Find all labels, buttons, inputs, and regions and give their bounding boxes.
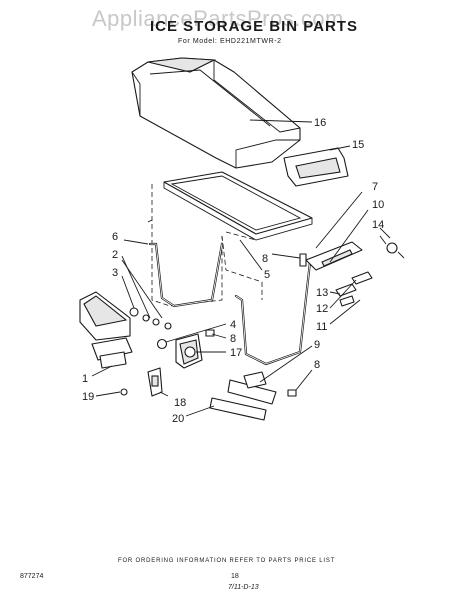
model-line: For Model: EHD221MTWR-2	[178, 38, 282, 45]
watermark-text: AppliancePartsPros.com	[92, 6, 344, 31]
callout-10: 10	[372, 199, 384, 211]
cabinet-outline	[147, 184, 263, 307]
callout-6: 6	[112, 231, 118, 243]
callout-17: 17	[230, 347, 242, 359]
callout-11: 11	[316, 321, 327, 333]
callout-3: 3	[112, 267, 118, 279]
callout-8-middle: 8	[230, 333, 236, 345]
callout-7: 7	[372, 181, 378, 193]
callout-14: 14	[372, 219, 384, 231]
hex-nut	[156, 338, 168, 350]
callout-12: 12	[316, 303, 328, 315]
callout-18: 18	[174, 397, 186, 409]
actuator-rod	[148, 242, 224, 308]
page-number: 18	[231, 573, 239, 580]
screw-lower	[287, 389, 297, 397]
ordering-note: FOR ORDERING INFORMATION REFER TO PARTS …	[118, 558, 336, 564]
callout-13: 13	[316, 287, 328, 299]
callout-2: 2	[112, 249, 118, 261]
document-number: 877274	[20, 573, 44, 580]
callout-1: 1	[82, 373, 88, 385]
screw-upper	[299, 253, 307, 267]
callout-15: 15	[352, 139, 364, 151]
callout-4: 4	[230, 319, 236, 331]
callout-20: 20	[172, 413, 184, 425]
spring-clip	[379, 235, 405, 259]
callout-8-upper: 8	[262, 253, 268, 265]
callout-5: 5	[264, 269, 270, 281]
base-plate	[209, 397, 267, 421]
callout-8-lower: 8	[314, 359, 320, 371]
callout-19: 19	[82, 391, 94, 403]
ice-bin-shelf	[163, 171, 313, 241]
callout-9: 9	[314, 339, 320, 351]
callout-16: 16	[314, 117, 326, 129]
left-mount-bracket	[79, 291, 150, 369]
page-title: ICE STORAGE BIN PARTS	[150, 18, 358, 35]
pivot-pins	[335, 271, 373, 307]
screws-left	[152, 318, 172, 330]
screw-middle	[205, 329, 215, 337]
screw-bottom-left	[120, 388, 128, 396]
bin-front-cover	[283, 147, 349, 187]
bin-motor	[175, 333, 203, 369]
lower-bracket	[227, 371, 277, 405]
leader-lines	[91, 119, 391, 417]
callout-labels: 16 15 7 10 14 6 2 3 8 5 4 8 17 13 12 11 …	[82, 117, 384, 425]
switch-bracket	[147, 367, 163, 397]
ice-storage-bin	[131, 57, 301, 169]
revision-date: 7/11-D-13	[228, 584, 259, 591]
